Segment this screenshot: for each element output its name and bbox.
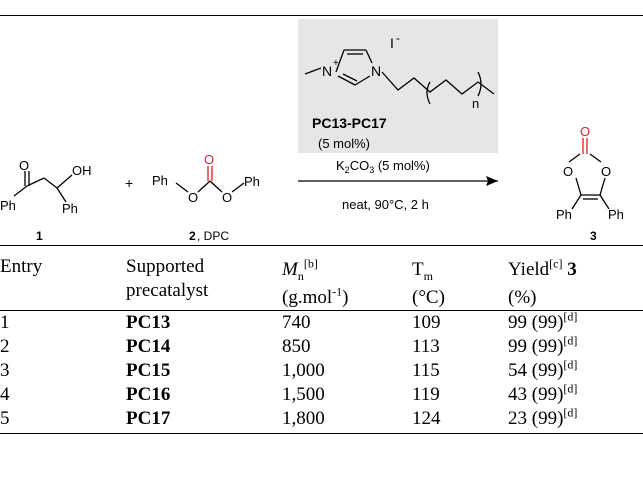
cell-yield: 54 (99)[d] <box>508 357 578 381</box>
benzoin-ph-right: Ph <box>62 201 78 216</box>
header-tm-unit: (°C) <box>412 287 445 308</box>
iodide-anion: I <box>390 35 394 51</box>
product-carbonyl <box>582 138 588 154</box>
chain-repeat-n: n <box>472 96 479 111</box>
product-o-ring-right: O <box>601 164 611 179</box>
reaction-arrow-head <box>486 176 498 186</box>
cell-entry: 2 <box>0 336 10 357</box>
top-rule <box>0 15 643 16</box>
product-ph-right: Ph <box>608 207 624 222</box>
reagent-2-label: 2 <box>189 229 196 243</box>
reagent-1-label: 1 <box>36 229 43 243</box>
imidazolium-structure <box>304 49 495 105</box>
dpc-o-left: O <box>188 190 198 205</box>
reagent-2-label-suffix: , DPC <box>197 229 229 243</box>
header-precatalyst: precatalyst <box>126 280 209 301</box>
header-rule <box>0 310 643 311</box>
header-supported: Supported <box>126 256 205 277</box>
scheme-rule <box>0 245 643 246</box>
product-structure <box>568 153 610 210</box>
cell-yield: 23 (99)[d] <box>508 405 578 429</box>
cell-mn: 1,800 <box>282 408 325 429</box>
header-entry: Entry <box>0 256 43 277</box>
header-yield: Yield[c] 3 <box>508 256 577 280</box>
product-label: 3 <box>590 229 597 243</box>
cell-catalyst: PC13 <box>126 312 171 333</box>
cell-yield: 99 (99)[d] <box>508 309 578 333</box>
cell-catalyst: PC15 <box>126 360 171 381</box>
cell-mn: 850 <box>282 336 311 357</box>
cell-mn: 1,000 <box>282 360 325 381</box>
dpc-structure <box>175 180 245 193</box>
cell-entry: 4 <box>0 384 10 405</box>
benzoin-o: O <box>19 158 29 173</box>
conditions-base: K2CO3 (5 mol%) <box>336 158 430 175</box>
cell-entry: 1 <box>0 312 10 333</box>
header-tm: Tm <box>412 259 433 283</box>
cell-catalyst: PC16 <box>126 384 171 405</box>
iodide-charge: - <box>396 31 400 45</box>
catalyst-loading: (5 mol%) <box>318 136 370 151</box>
catalyst-name: PC13-PC17 <box>312 115 387 131</box>
cell-yield: 99 (99)[d] <box>508 333 578 357</box>
plus-sign: + <box>125 175 133 191</box>
benzoin-oh: OH <box>72 163 92 178</box>
cell-tm: 113 <box>412 336 440 357</box>
cell-tm: 109 <box>412 312 441 333</box>
conditions-line2: neat, 90°C, 2 h <box>342 197 429 212</box>
dpc-ph-right: Ph <box>244 174 260 189</box>
benzoin-ph-left: Ph <box>0 198 16 213</box>
header-mn: Mn[b] <box>282 256 318 283</box>
imidazolium-plus: + <box>333 58 339 69</box>
bottom-rule <box>0 433 643 434</box>
imidazolium-n-left: N <box>322 63 332 79</box>
reaction-scheme: N + N I - n PC13-PC17 (5 mol%) O OH Ph P… <box>0 19 624 243</box>
cell-mn: 1,500 <box>282 384 325 405</box>
cell-tm: 115 <box>412 360 440 381</box>
product-ph-left: Ph <box>556 207 572 222</box>
cell-catalyst: PC14 <box>126 336 171 357</box>
cell-catalyst: PC17 <box>126 408 171 429</box>
product-o-carbonyl: O <box>580 124 590 139</box>
dpc-ph-left: Ph <box>152 173 168 188</box>
header-yield-unit: (%) <box>508 287 537 308</box>
cell-tm: 119 <box>412 384 440 405</box>
cell-mn: 740 <box>282 312 311 333</box>
cell-entry: 5 <box>0 408 10 429</box>
header-mn-unit: (g.mol-1) <box>282 284 349 308</box>
catalyst-box <box>298 19 498 153</box>
dpc-carbonyl <box>207 166 213 181</box>
cell-entry: 3 <box>0 360 10 381</box>
product-o-ring-left: O <box>563 164 573 179</box>
dpc-o-right: O <box>222 190 232 205</box>
dpc-o-top: O <box>204 152 214 167</box>
cell-tm: 124 <box>412 408 441 429</box>
cell-yield: 43 (99)[d] <box>508 381 578 405</box>
benzoin-structure <box>13 171 73 203</box>
imidazolium-n-right: N <box>371 63 381 79</box>
